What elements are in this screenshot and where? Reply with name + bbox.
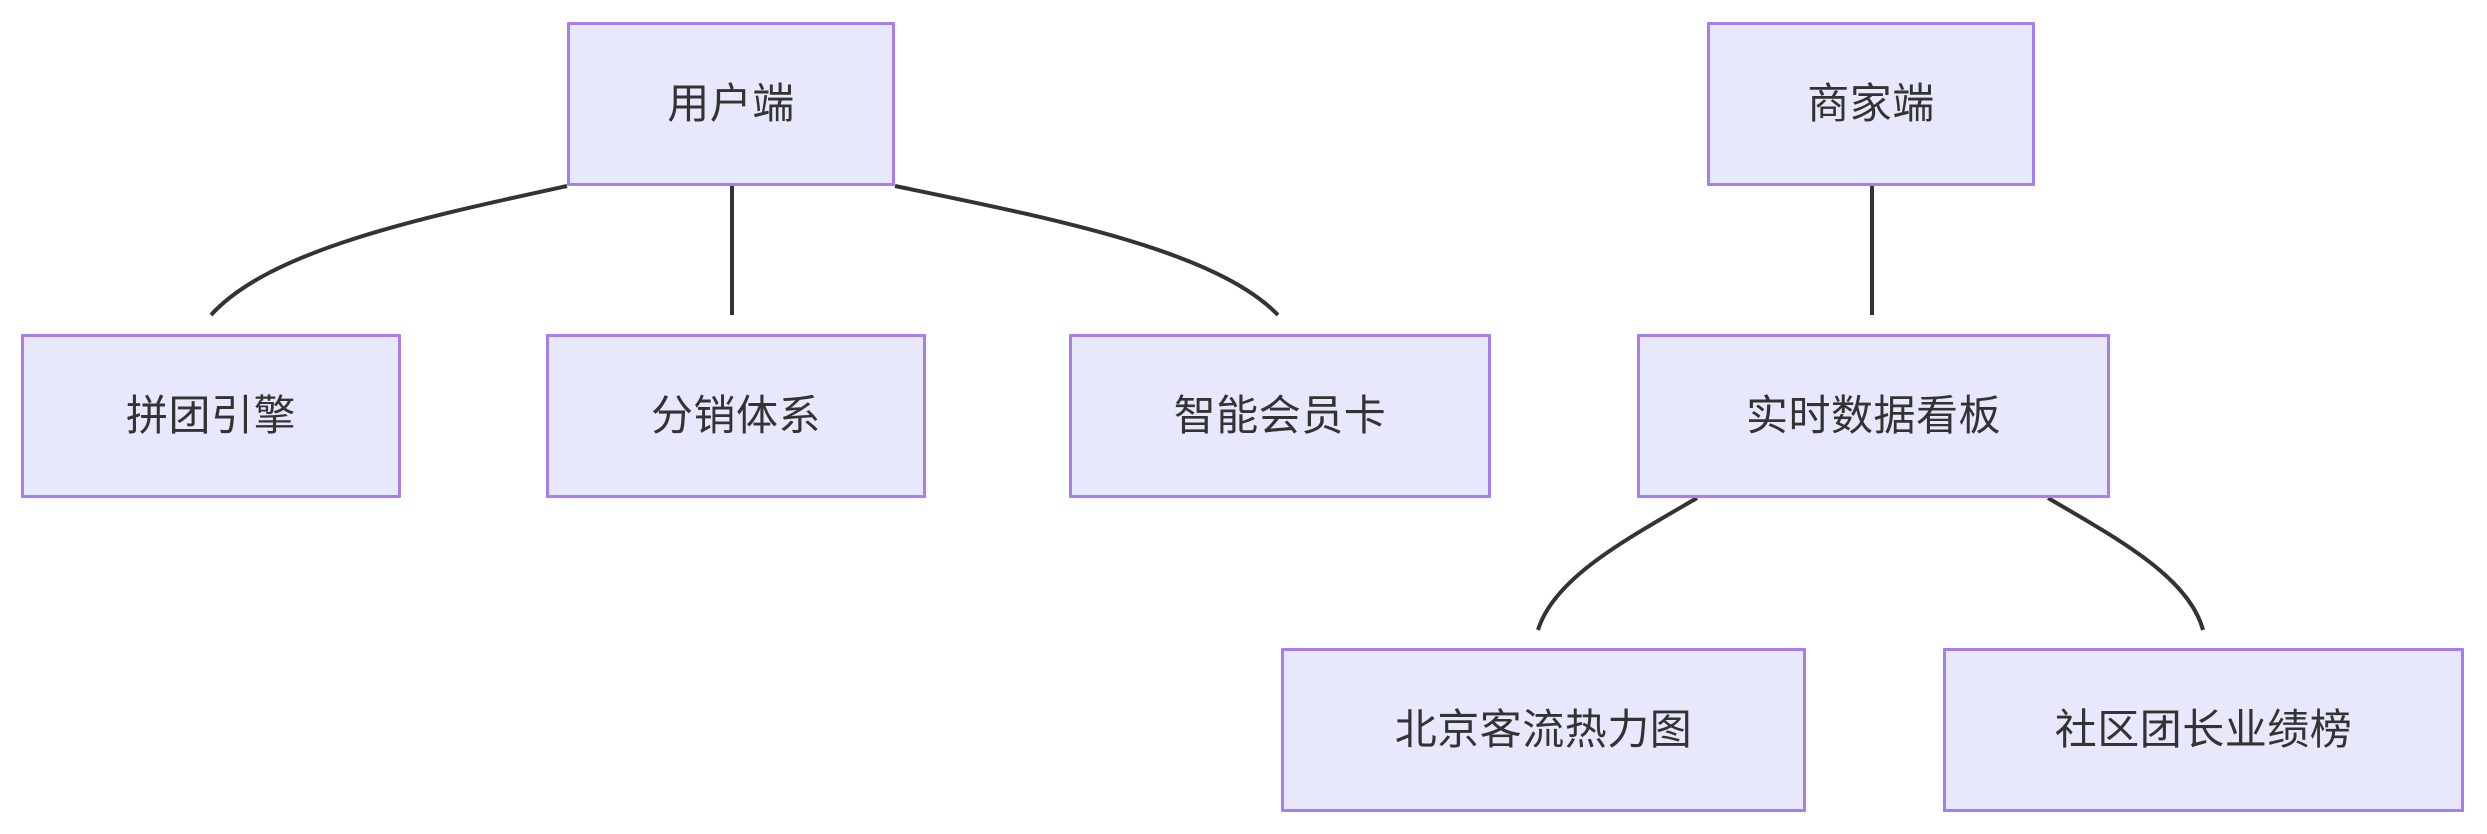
node-label-distribution-system: 分销体系 xyxy=(650,391,821,439)
node-beijing-traffic-heatmap[interactable]: 北京客流热力图 xyxy=(1281,648,1806,812)
node-merchant-client[interactable]: 商家端 xyxy=(1707,22,2035,186)
edge-user-to-group-buy xyxy=(195,184,568,356)
edge-user-to-distribution xyxy=(716,186,748,356)
node-label-merchant-client: 商家端 xyxy=(1807,79,1935,127)
node-label-smart-member-card: 智能会员卡 xyxy=(1173,391,1387,439)
node-label-user-client: 用户端 xyxy=(667,79,795,127)
node-community-leader-board[interactable]: 社区团长业绩榜 xyxy=(1943,648,2464,812)
edge-dashboard-to-leaders xyxy=(2046,496,2219,670)
node-realtime-dashboard[interactable]: 实时数据看板 xyxy=(1637,334,2110,498)
edge-user-to-member-card xyxy=(894,184,1294,356)
edge-merchant-to-dashboard xyxy=(1856,186,1888,356)
node-smart-member-card[interactable]: 智能会员卡 xyxy=(1069,334,1491,498)
node-label-realtime-dashboard: 实时数据看板 xyxy=(1745,391,2001,439)
node-distribution-system[interactable]: 分销体系 xyxy=(546,334,926,498)
node-user-client[interactable]: 用户端 xyxy=(567,22,895,186)
node-label-beijing-traffic-heatmap: 北京客流热力图 xyxy=(1394,705,1693,753)
node-label-group-buy-engine: 拼团引擎 xyxy=(125,391,296,439)
node-label-community-leader-board: 社区团长业绩榜 xyxy=(2054,705,2353,753)
node-group-buy-engine[interactable]: 拼团引擎 xyxy=(21,334,401,498)
edge-dashboard-to-heatmap xyxy=(1522,496,1699,670)
